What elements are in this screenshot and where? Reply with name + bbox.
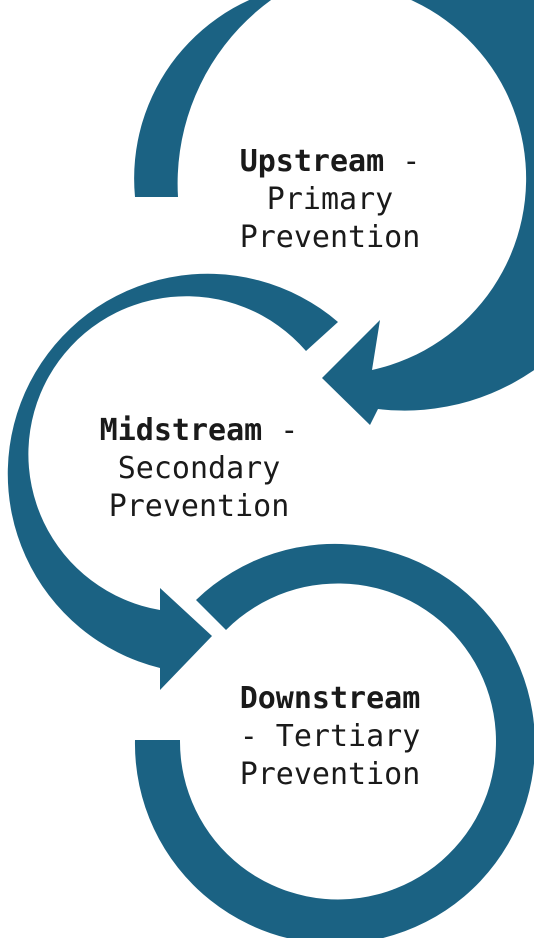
upstream-line2: Primary bbox=[266, 182, 394, 217]
downstream-line3: Prevention bbox=[239, 757, 421, 792]
downstream-name: Downstream bbox=[239, 681, 421, 716]
midstream-ring-arc bbox=[7, 273, 339, 690]
upstream-ring-arc bbox=[134, 0, 534, 425]
downstream-line2: - Tertiary bbox=[239, 719, 421, 754]
midstream-label: Midstream - Secondary Prevention bbox=[64, 412, 334, 526]
upstream-label: Upstream - Primary Prevention bbox=[210, 143, 450, 257]
upstream-dash: - bbox=[384, 144, 421, 179]
upstream-name: Upstream bbox=[239, 144, 385, 179]
midstream-line3: Prevention bbox=[108, 489, 290, 524]
midstream-line2: Secondary bbox=[117, 451, 281, 486]
upstream-line3: Prevention bbox=[239, 220, 421, 255]
downstream-label: Downstream - Tertiary Prevention bbox=[210, 680, 450, 794]
midstream-dash: - bbox=[262, 413, 299, 448]
midstream-name: Midstream bbox=[99, 413, 263, 448]
